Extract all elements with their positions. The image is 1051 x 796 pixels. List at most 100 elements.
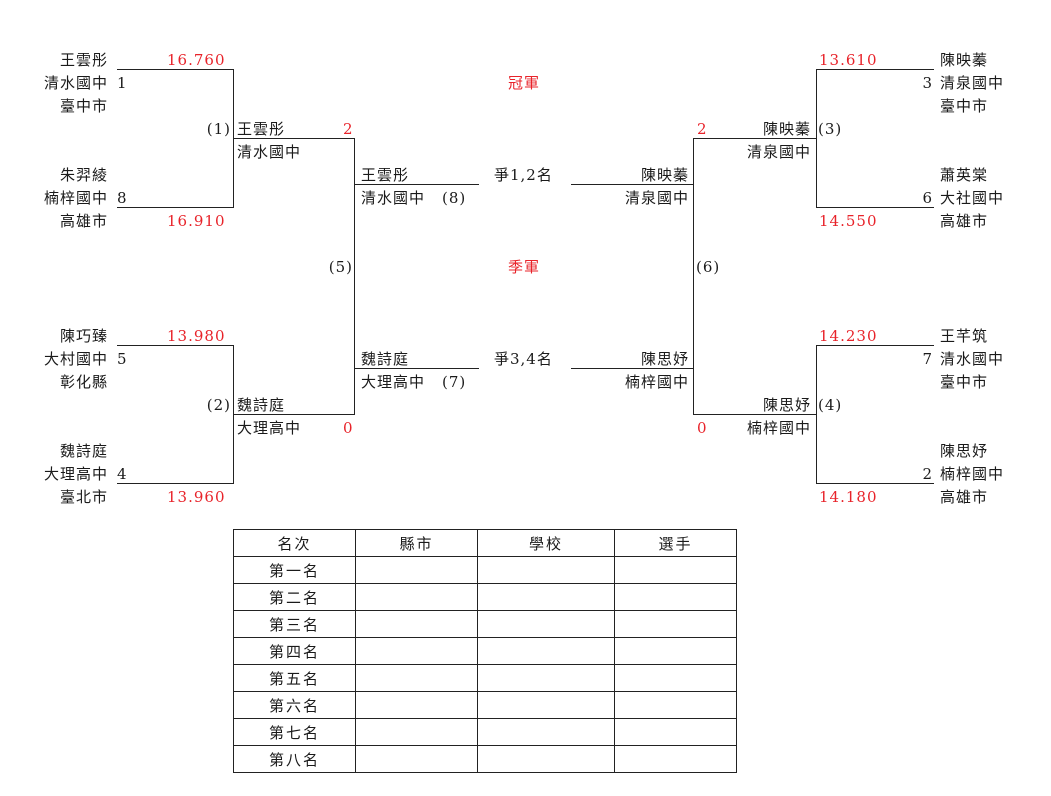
empty-cell[interactable] (477, 610, 615, 638)
empty-cell[interactable] (477, 583, 615, 611)
column-header: 選手 (614, 529, 737, 557)
empty-cell[interactable] (355, 637, 478, 665)
rank-label: 第六名 (233, 691, 356, 719)
empty-cell[interactable] (477, 745, 615, 773)
match3-winner-name: 陳映蓁 (762, 120, 811, 138)
bracket-line (693, 138, 694, 415)
player-city-left-seed1: 臺中市 (59, 97, 108, 115)
table-row: 第四名 (233, 637, 737, 665)
final-label: 爭1,2名 (494, 166, 553, 184)
empty-cell[interactable] (614, 691, 737, 719)
time-left-seed1: 16.760 (167, 51, 226, 69)
player-school-left-seed1: 清水國中 (43, 74, 108, 92)
empty-cell[interactable] (477, 718, 615, 746)
match-number-7: (7) (442, 373, 467, 391)
player-city-left-seed4: 臺北市 (59, 488, 108, 506)
rank-label: 第二名 (233, 583, 356, 611)
player-name-right-seed6: 蕭英棠 (940, 166, 989, 184)
empty-cell[interactable] (614, 583, 737, 611)
match-number-1: (1) (206, 120, 231, 138)
match1-winner-school: 清水國中 (237, 143, 302, 161)
match-number-6: (6) (696, 258, 721, 276)
tournament-bracket: 王雲彤 16.760 清水國中 1 臺中市 (1) 王雲彤 2 清水國中 朱羿綾… (43, 51, 1005, 506)
match2-winner-name: 魏詩庭 (237, 396, 286, 414)
match1-score: 2 (343, 120, 354, 138)
empty-cell[interactable] (355, 691, 478, 719)
empty-cell[interactable] (614, 556, 737, 584)
left-bronze-school: 大理高中 (361, 373, 426, 391)
empty-cell[interactable] (477, 637, 615, 665)
match-number-2: (2) (206, 396, 231, 414)
column-header: 縣市 (355, 529, 478, 557)
empty-cell[interactable] (355, 583, 478, 611)
rank-label: 第一名 (233, 556, 356, 584)
match2-score: 0 (343, 419, 354, 437)
time-left-seed4: 13.960 (167, 488, 226, 506)
right-bronze-school: 楠梓國中 (624, 373, 689, 391)
match4-winner-name: 陳思妤 (762, 396, 811, 414)
empty-cell[interactable] (614, 745, 737, 773)
left-final-school: 清水國中 (361, 189, 426, 207)
empty-cell[interactable] (614, 637, 737, 665)
player-name-left-seed4: 魏詩庭 (59, 442, 108, 460)
bracket-line (117, 69, 234, 70)
empty-cell[interactable] (477, 691, 615, 719)
match1-winner-name: 王雲彤 (237, 120, 286, 138)
bracket-line (693, 138, 817, 139)
match-number-8: (8) (442, 189, 467, 207)
match2-winner-school: 大理高中 (237, 419, 302, 437)
player-name-left-seed5: 陳巧臻 (59, 327, 108, 345)
player-school-right-seed7: 清水國中 (940, 350, 1005, 368)
rank-label: 第八名 (233, 745, 356, 773)
ranking-table: 名次 縣市 學校 選手 第一名第二名第三名第四名第五名第六名第七名第八名 (233, 529, 737, 773)
empty-cell[interactable] (355, 664, 478, 692)
player-school-left-seed5: 大村國中 (43, 350, 108, 368)
empty-cell[interactable] (614, 664, 737, 692)
seed-right-2: 2 (922, 465, 933, 483)
player-school-left-seed4: 大理高中 (43, 465, 108, 483)
seed-right-7: 7 (922, 350, 933, 368)
empty-cell[interactable] (477, 556, 615, 584)
bracket-line (693, 414, 817, 415)
empty-cell[interactable] (614, 610, 737, 638)
empty-cell[interactable] (614, 718, 737, 746)
time-left-seed5: 13.980 (167, 327, 226, 345)
time-right-seed7: 14.230 (819, 327, 878, 345)
ranking-table-body: 第一名第二名第三名第四名第五名第六名第七名第八名 (233, 556, 737, 773)
time-left-seed8: 16.910 (167, 212, 226, 230)
player-city-right-seed2: 高雄市 (940, 488, 989, 506)
right-final-name: 陳映蓁 (640, 166, 689, 184)
bracket-line (816, 69, 934, 70)
player-school-right-seed2: 楠梓國中 (940, 465, 1005, 483)
player-name-left-seed8: 朱羿綾 (59, 166, 108, 184)
bracket-line (117, 483, 234, 484)
empty-cell[interactable] (355, 610, 478, 638)
champion-label: 冠軍 (508, 74, 541, 92)
rank-label: 第三名 (233, 610, 356, 638)
empty-cell[interactable] (477, 664, 615, 692)
seed-left-8: 8 (117, 189, 128, 207)
right-bronze-name: 陳思妤 (640, 350, 689, 368)
empty-cell[interactable] (355, 556, 478, 584)
seed-left-4: 4 (117, 465, 128, 483)
bracket-line (117, 207, 234, 208)
table-row: 第六名 (233, 691, 737, 719)
left-final-name: 王雲彤 (361, 166, 410, 184)
player-school-left-seed8: 楠梓國中 (43, 189, 108, 207)
seed-left-5: 5 (117, 350, 128, 368)
player-name-right-seed7: 王芊筑 (940, 327, 989, 345)
table-row: 第八名 (233, 745, 737, 773)
player-city-right-seed3: 臺中市 (940, 97, 989, 115)
empty-cell[interactable] (355, 745, 478, 773)
match3-score: 2 (697, 120, 708, 138)
time-right-seed6: 14.550 (819, 212, 878, 230)
table-row: 第二名 (233, 583, 737, 611)
player-city-left-seed5: 彰化縣 (59, 373, 108, 391)
time-right-seed2: 14.180 (819, 488, 878, 506)
empty-cell[interactable] (355, 718, 478, 746)
time-right-seed3: 13.610 (819, 51, 878, 69)
player-city-right-seed7: 臺中市 (940, 373, 989, 391)
match-number-3: (3) (818, 120, 843, 138)
column-header: 學校 (477, 529, 615, 557)
player-city-right-seed6: 高雄市 (940, 212, 989, 230)
